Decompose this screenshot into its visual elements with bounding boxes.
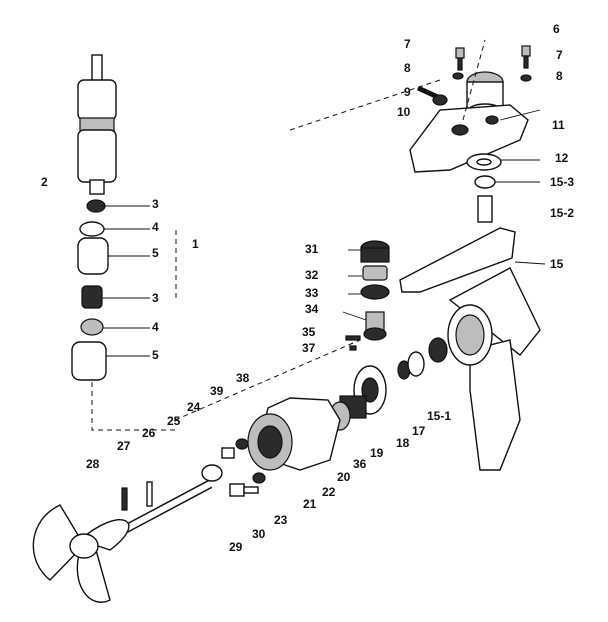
label-32: 32 [305,268,319,282]
washer-24 [201,464,223,482]
label-30: 30 [252,527,266,541]
nut-10 [432,94,448,106]
label-3: 3 [152,197,159,211]
label-26: 26 [142,426,156,440]
drive-shaft-assembly [77,54,117,195]
bushing-5a [77,237,109,275]
label-38: 38 [236,371,250,385]
key-35 [345,335,361,341]
label-22: 22 [322,485,336,499]
bearing-33 [360,284,390,300]
label-9: 9 [404,85,411,99]
label-33: 33 [305,286,319,300]
label-11: 11 [552,118,565,132]
seal-4b [80,318,104,336]
label-6: 6 [553,22,560,36]
guide-line-left [91,382,178,431]
propeller-shaft-25 [115,480,213,537]
label-15: 15 [550,257,564,271]
shaft-end [89,179,105,195]
label-3: 3 [152,291,159,305]
label-12: 12 [555,151,569,165]
bolt-29 [229,483,259,497]
gearcase-15 [399,227,541,471]
label-36: 36 [353,457,367,471]
label-29: 29 [229,540,243,554]
pin-37 [349,345,357,351]
shaft-lower-sleeve [77,129,117,183]
label-15-3: 15-3 [550,175,575,189]
pin-26 [146,481,153,507]
washer-38 [235,438,249,450]
label-8: 8 [556,69,563,83]
bushing-5b [71,341,107,381]
seal-4a [79,221,105,237]
screw-7a [455,47,465,71]
label-25: 25 [167,414,181,428]
label-23: 23 [274,513,288,527]
cotter-27 [121,487,128,511]
bushing-17 [407,351,425,377]
label-17: 17 [412,424,426,438]
shaft-upper-sleeve [77,79,117,121]
bearing-15-1 [428,337,448,363]
label-7: 7 [556,48,563,62]
label-21: 21 [303,497,317,511]
washer-30 [252,472,266,484]
label-27: 27 [117,439,131,453]
cap-15-3 [474,175,496,189]
gear-31 [360,240,390,263]
label-5: 5 [152,246,159,260]
screw-7b [521,45,531,69]
label-20: 20 [337,470,351,484]
shaft-tip [91,54,103,84]
label-7: 7 [404,37,411,51]
label-8: 8 [404,61,411,75]
bolt-39 [221,447,235,459]
label-10: 10 [397,105,411,119]
spring-32 [362,265,388,281]
label-15-2: 15-2 [550,206,575,220]
label-37: 37 [302,341,316,355]
pin-15-2 [477,195,493,223]
label-2: 2 [41,175,48,189]
spring-3b [81,285,103,309]
pinion-34 [363,311,387,341]
label-35: 35 [302,325,316,339]
label-31: 31 [305,242,319,256]
propeller-28 [32,504,130,603]
carrier-cap-23 [247,413,293,471]
label-18: 18 [396,436,410,450]
label-4: 4 [152,320,159,334]
label-1: 1 [192,237,199,251]
label-5: 5 [152,348,159,362]
washer-8b [520,74,532,82]
label-19: 19 [370,446,384,460]
washer-12 [466,153,502,171]
label-15-1: 15-1 [427,409,452,423]
label-24: 24 [187,400,201,414]
label-39: 39 [210,384,224,398]
label-34: 34 [305,302,319,316]
housing-plate-11 [409,104,529,173]
label-28: 28 [86,457,100,471]
washer-8a [452,72,464,80]
label-4: 4 [152,220,159,234]
